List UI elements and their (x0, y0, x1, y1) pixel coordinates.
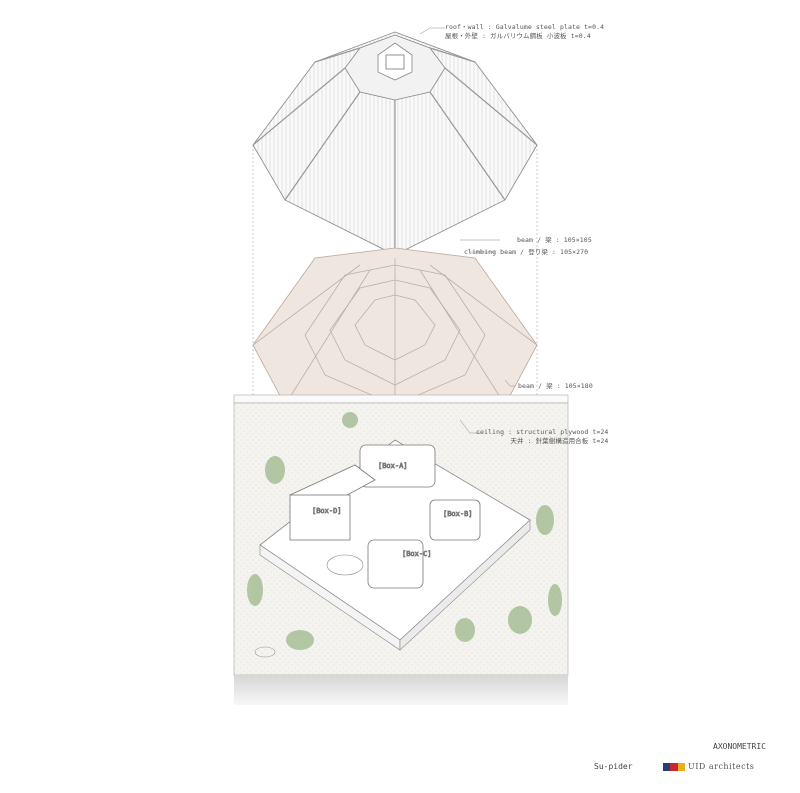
roof-ridges (252, 47, 538, 255)
ground-floor-layer: [Box-A] [Box-D] [Box-B] [Box-C] (233, 394, 569, 705)
drawing-title: AXONOMETRIC (713, 742, 766, 751)
site-base (234, 675, 568, 705)
annotation-ceiling-en: ceiling : structural plywood t=24 (476, 428, 609, 436)
rug (326, 554, 364, 576)
logo-block-red (670, 763, 678, 771)
annotation-beam-top-text: beam / 梁 : 105×105 (517, 236, 592, 244)
logo-block-blue (663, 763, 671, 771)
roof-layer (252, 31, 538, 256)
annotation-roof-wall: roof・wall : Galvalume steel plate t=0.4 … (445, 23, 604, 41)
annotation-roof-wall-en: roof・wall : Galvalume steel plate t=0.4 (445, 23, 605, 31)
firm-logo-icon (663, 763, 685, 771)
annotation-ceiling: ceiling : structural plywood t=24 天井 : 針… (476, 428, 608, 446)
annotation-climbing-beam-text: climbing beam / 登り梁 : 105×270 (464, 248, 589, 256)
annotation-climbing-beam: climbing beam / 登り梁 : 105×270 (464, 248, 588, 257)
firm-name: UID architects (688, 762, 755, 771)
planting (247, 412, 562, 650)
logo-block-yellow (677, 763, 685, 771)
box-d-label: [Box-D] (312, 507, 342, 515)
box-a: [Box-A] (359, 444, 436, 488)
leader-lines (419, 27, 515, 434)
house-platform-side-right (399, 519, 531, 651)
box-c-label: [Box-C] (402, 550, 432, 558)
box-b-label: [Box-B] (443, 510, 473, 518)
annotation-ceiling-jp: 天井 : 針葉樹構造用合板 t=24 (510, 437, 609, 445)
box-d: [Box-D] (289, 464, 376, 541)
annotation-beam-bottom: beam / 梁 : 105×180 (518, 382, 593, 391)
outdoor-table (254, 646, 276, 658)
box-b: [Box-B] (429, 499, 481, 541)
box-a-label: [Box-A] (378, 462, 408, 470)
annotation-beam-bottom-text: beam / 梁 : 105×180 (518, 382, 593, 390)
project-name: Su-pider (594, 762, 633, 771)
site-frame (233, 394, 569, 404)
box-c: [Box-C] (367, 539, 432, 589)
annotation-beam-top: beam / 梁 : 105×105 (517, 236, 592, 245)
annotation-roof-wall-jp: 屋根・外壁 : ガルバリウム鋼板 小波板 t=0.4 (445, 32, 591, 40)
